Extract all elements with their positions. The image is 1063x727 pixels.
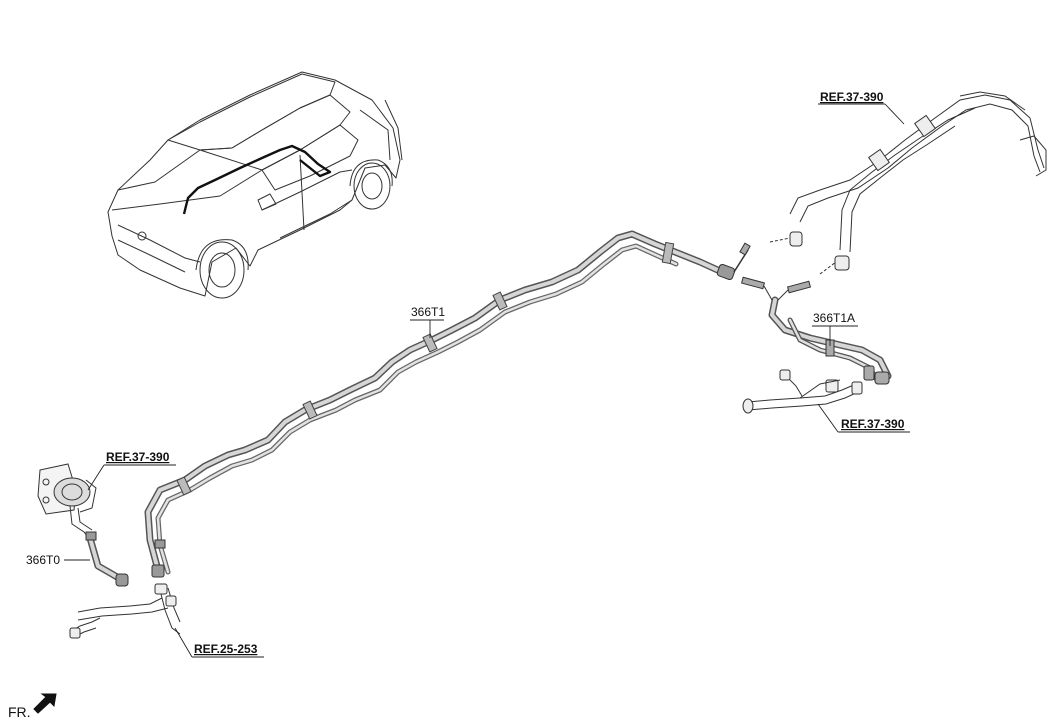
ref-label-bottom: REF.25-253 <box>194 642 258 656</box>
leader-lines <box>64 103 910 658</box>
part-label-366T0: 366T0 <box>26 553 60 567</box>
arrow-left-down-icon <box>33 693 57 714</box>
ref-label-top-right: REF.37-390 <box>820 90 884 104</box>
hose-366T0[interactable] <box>85 531 129 587</box>
front-indicator-label: FR. <box>8 704 31 720</box>
part-label-366T1A: 366T1A <box>813 311 855 325</box>
ref-25-253-assembly <box>69 583 181 639</box>
part-label-366T1: 366T1 <box>411 305 445 319</box>
ref-37-390-mid-assembly <box>742 369 863 414</box>
suv-outline-icon <box>107 71 403 299</box>
hose-366T1[interactable] <box>144 230 751 578</box>
ref-label-left: REF.37-390 <box>106 450 170 464</box>
hose-366T1A[interactable] <box>740 276 892 385</box>
ref-label-mid-right: REF.37-390 <box>841 417 905 431</box>
ref-37-390-top-assembly <box>769 91 1047 275</box>
harness-path <box>182 144 332 215</box>
ref-37-390-pump <box>37 463 97 541</box>
